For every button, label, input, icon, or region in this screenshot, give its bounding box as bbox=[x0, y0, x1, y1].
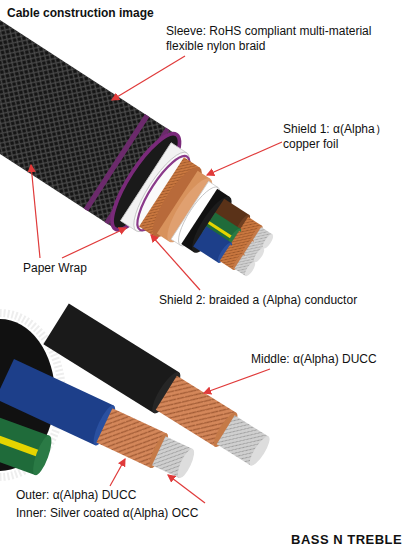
part-label: Outer: α(Alpha) DUCC bbox=[15, 488, 137, 503]
part-label: Inner: Silver coated α(Alpha) OCC bbox=[15, 506, 199, 521]
part-label: Shield 1: α(Alpha）copper foil bbox=[282, 122, 416, 152]
part-label: Sleeve: RoHS compliant multi-material fl… bbox=[165, 24, 407, 54]
diagram-title: Cable construction image bbox=[6, 6, 155, 21]
watermark: BASS N TREBLE bbox=[290, 532, 403, 548]
part-label: Middle: α(Alpha) DUCC bbox=[250, 352, 378, 367]
part-label: Shield 2: braided a (Alpha) conductor bbox=[158, 293, 416, 308]
part-label: Paper Wrap bbox=[22, 261, 88, 276]
conductor-closeup bbox=[0, 303, 277, 485]
leader-lines bbox=[31, 56, 282, 503]
